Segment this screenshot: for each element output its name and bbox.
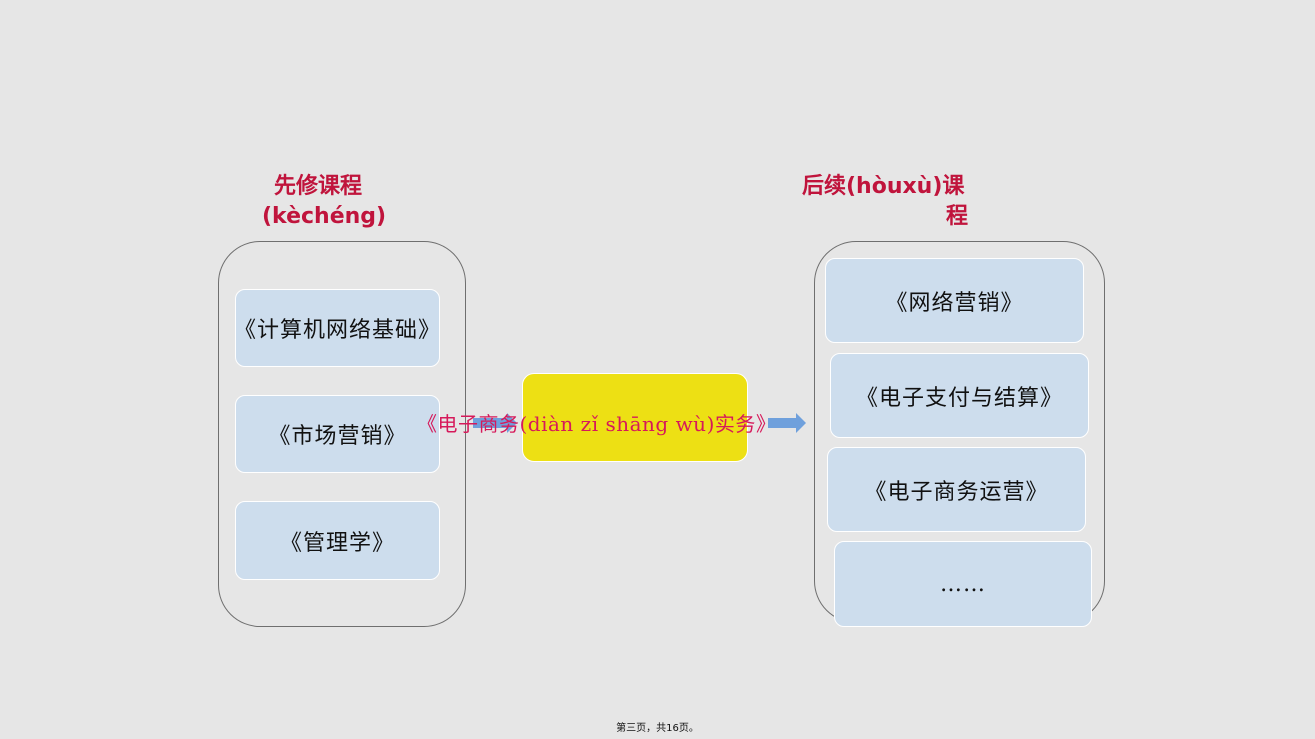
arrow-right-icon — [768, 413, 806, 433]
main-course-label: 《电子商务(diàn zǐ shāng wù)实务》 — [417, 412, 777, 436]
followup-course-3: 《电子商务运营》 — [827, 447, 1086, 532]
followup-heading: 后续(hòuxù)课 程 — [802, 172, 968, 232]
followup-heading-line1: 后续(hòuxù)课 — [802, 174, 965, 199]
followup-course-2: 《电子支付与结算》 — [830, 353, 1089, 438]
followup-course-1: 《网络营销》 — [825, 258, 1084, 343]
prerequisite-course-1: 《计算机网络基础》 — [234, 289, 440, 367]
prerequisite-course-2: 《市场营销》 — [235, 395, 440, 473]
page-footer: 第三页，共16页。 — [616, 723, 699, 734]
arrow-right-icon — [473, 413, 517, 433]
followup-heading-line2: 程 — [945, 204, 968, 229]
prerequisite-group — [218, 241, 466, 627]
main-course-box — [522, 373, 748, 462]
followup-course-more: …… — [834, 541, 1092, 627]
prerequisite-heading-line1: 先修课程 — [274, 174, 363, 199]
prerequisite-heading: 先修课程 (kèchéng) — [262, 172, 392, 232]
prerequisite-heading-line2: (kèchéng) — [262, 204, 387, 229]
prerequisite-course-3: 《管理学》 — [235, 501, 440, 580]
